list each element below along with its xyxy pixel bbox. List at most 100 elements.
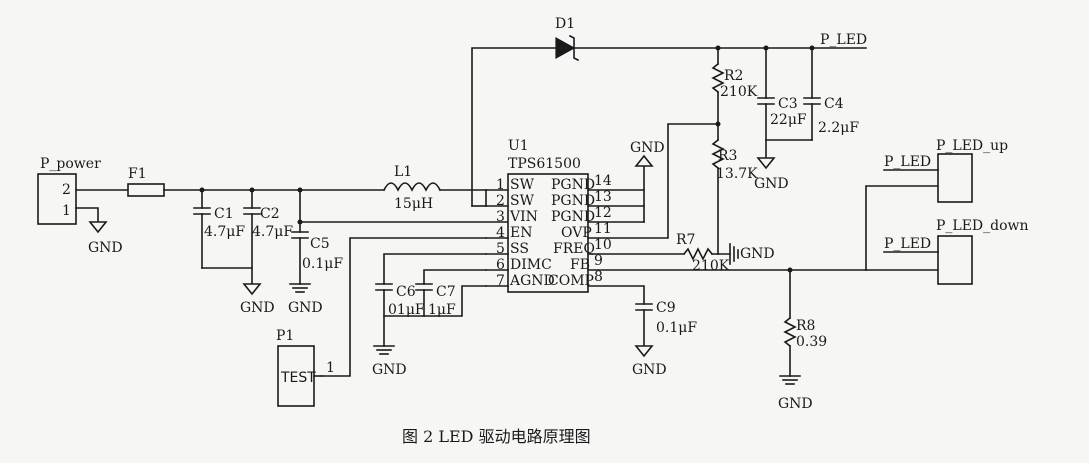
led-down-connector — [937, 235, 973, 285]
wire-power-gnd — [75, 207, 99, 223]
svg-text:3: 3 — [496, 209, 505, 225]
figure-caption: 图 2 LED 驱动电路原理图 — [402, 427, 591, 446]
svg-text:10: 10 — [594, 237, 612, 253]
d1-label: D1 — [555, 16, 575, 32]
c3-ref: C3 — [778, 96, 798, 112]
c3-value: 22μF — [770, 112, 807, 128]
diode-d1 — [555, 36, 576, 60]
svg-text:5: 5 — [496, 241, 505, 257]
inductor-l1 — [382, 182, 442, 192]
svg-text:OVP: OVP — [561, 225, 592, 241]
svg-text:11: 11 — [594, 221, 612, 237]
c6-ref: C6 — [396, 284, 416, 300]
gnd-label-c5: GND — [288, 300, 323, 316]
l1-value: 15μH — [394, 196, 433, 212]
c1-ref: C1 — [214, 206, 234, 222]
r2-ref: R2 — [724, 68, 743, 84]
fuse-f1 — [127, 183, 165, 197]
test-pin-number: 1 — [326, 360, 335, 376]
resistor-r2 — [711, 62, 725, 94]
p-led-up-label: P_LED_up — [936, 138, 1008, 154]
svg-text:13: 13 — [594, 189, 612, 205]
gnd-label-c9: GND — [632, 362, 667, 378]
test-label: TEST — [280, 370, 316, 386]
gnd-label-c2: GND — [240, 300, 275, 316]
svg-text:1: 1 — [496, 177, 505, 193]
p-power-connector — [37, 173, 77, 225]
svg-text:FREQ: FREQ — [553, 241, 595, 257]
r2-value: 210K — [720, 84, 758, 100]
p1-ref: P1 — [276, 328, 294, 344]
svg-text:12: 12 — [594, 205, 612, 221]
c5-value: 0.1μF — [302, 256, 343, 272]
gnd-symbol-c9 — [634, 345, 654, 358]
c9-value: 0.1μF — [656, 320, 697, 336]
l1-ref: L1 — [394, 164, 412, 180]
svg-text:SW: SW — [510, 193, 535, 209]
p-led-up-net: P_LED — [884, 154, 931, 170]
r3-ref: R3 — [718, 148, 737, 164]
svg-text:8: 8 — [594, 269, 603, 285]
resistor-r3 — [711, 138, 725, 170]
svg-text:AGND: AGND — [509, 273, 555, 289]
svg-text:SS: SS — [510, 241, 529, 257]
gnd-label-pgnd: GND — [630, 140, 665, 156]
svg-text:14: 14 — [594, 173, 612, 189]
gnd-label-r7: GND — [740, 246, 775, 262]
c7-value: 1μF — [428, 302, 456, 318]
gnd-label-c6: GND — [372, 362, 407, 378]
ic-right-pins: PGND 14 PGND 13 PGND 12 OVP 11 FREQ 10 F… — [548, 173, 612, 289]
ic-u1-body — [507, 173, 589, 293]
c5-ref: C5 — [310, 236, 330, 252]
gnd-label-power: GND — [88, 240, 123, 256]
p-power-pin1: 1 — [62, 203, 71, 219]
svg-text:2: 2 — [496, 193, 505, 209]
svg-text:VIN: VIN — [509, 209, 538, 225]
p-led-down-label: P_LED_down — [936, 218, 1029, 234]
svg-text:7: 7 — [496, 273, 505, 289]
ic-left-pins: 1 SW 2 SW 3 VIN 4 EN 5 SS 6 DIMC 7 AGND — [496, 177, 555, 289]
resistor-r8 — [783, 316, 797, 348]
c4-ref: C4 — [824, 96, 844, 112]
c7-ref: C7 — [436, 284, 456, 300]
c4-value: 2.2μF — [818, 120, 859, 136]
svg-text:COMP: COMP — [548, 273, 594, 289]
gnd-symbol-power — [88, 221, 108, 234]
p-power-pin2: 2 — [62, 182, 71, 198]
svg-text:DIMC: DIMC — [510, 257, 552, 273]
u1-ref: U1 — [508, 138, 529, 154]
c1-value: 4.7μF — [204, 224, 245, 240]
gnd-symbol-c3 — [756, 157, 776, 170]
svg-text:FB: FB — [570, 257, 590, 273]
gnd-label-r8: GND — [778, 396, 813, 412]
p-led-down-net: P_LED — [884, 236, 931, 252]
svg-text:EN: EN — [510, 225, 532, 241]
svg-text:PGND: PGND — [551, 177, 595, 193]
c2-value: 4.7μF — [252, 224, 293, 240]
gnd-symbol-pgnd — [634, 154, 654, 167]
test-connector-p1 — [277, 345, 315, 407]
c2-ref: C2 — [260, 206, 280, 222]
svg-text:6: 6 — [496, 257, 505, 273]
r8-ref: R8 — [796, 318, 815, 334]
r3-value: 13.7K — [716, 166, 758, 182]
svg-text:SW: SW — [510, 177, 535, 193]
u1-part: TPS61500 — [508, 156, 581, 172]
led-up-connector — [937, 153, 973, 203]
gnd-label-c3: GND — [754, 176, 789, 192]
p-led-top-label: P_LED — [820, 32, 867, 48]
r7-ref: R7 — [676, 232, 695, 248]
resistor-r7 — [682, 247, 714, 261]
f1-label: F1 — [128, 166, 147, 182]
gnd-symbol-c2 — [242, 283, 262, 296]
svg-text:PGND: PGND — [551, 193, 595, 209]
svg-text:4: 4 — [496, 225, 505, 241]
svg-text:9: 9 — [594, 253, 603, 269]
c9-ref: C9 — [656, 300, 676, 316]
r8-value: 0.39 — [796, 334, 827, 350]
c6-value: 01μF — [388, 302, 425, 318]
svg-text:PGND: PGND — [551, 209, 595, 225]
r7-value: 210K — [692, 258, 730, 274]
p-power-label: P_power — [40, 156, 101, 172]
